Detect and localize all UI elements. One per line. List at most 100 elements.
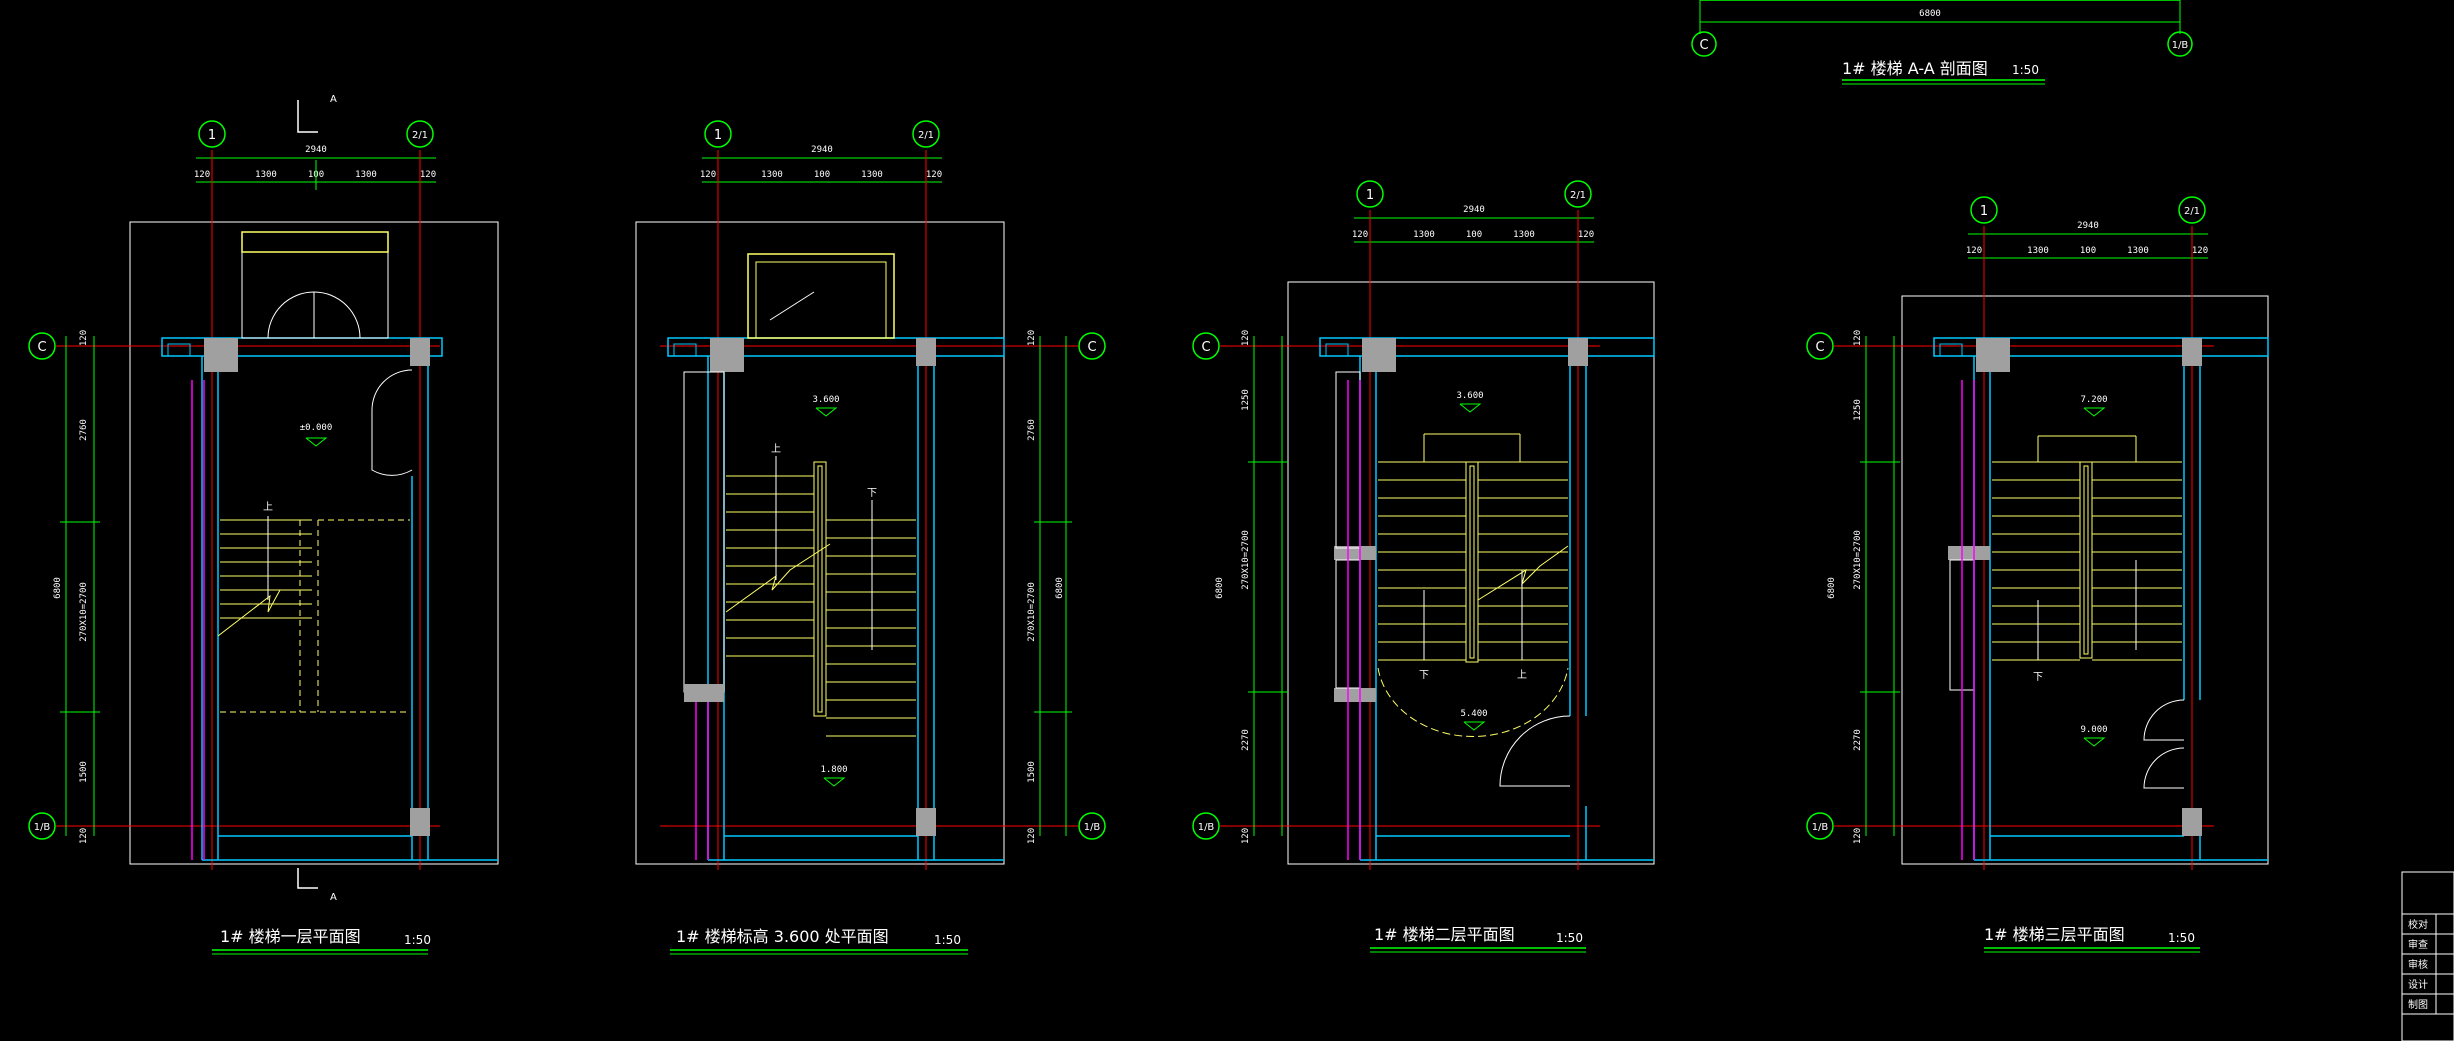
plan3-dim-left-part: 270X10=2700: [1241, 530, 1251, 590]
plan2-dim-top-part: 120: [700, 170, 716, 180]
plan1-dim-top-part: 120: [194, 170, 210, 180]
plan3-dim-left-part: 1250: [1241, 389, 1251, 411]
plan2-dim-top-part: 1300: [761, 170, 783, 180]
plan2-dim-top-part: 100: [814, 170, 830, 180]
section-axis-left: C: [1699, 38, 1708, 53]
title-block-row: 校对: [2408, 918, 2428, 931]
plan4-title: 1# 楼梯三层平面图: [1984, 925, 2125, 944]
plan1-title: 1# 楼梯一层平面图: [220, 927, 361, 946]
plan1-dim-left-part: 270X10=2700: [79, 582, 89, 642]
plan3-dim-top-part: 1300: [1513, 230, 1535, 240]
plan1-dim-top-part: 120: [420, 170, 436, 180]
plan4-dim-left-part: 270X10=2700: [1853, 530, 1863, 590]
plan4-level-top: 7.200: [2080, 395, 2107, 405]
plan1-dim-left-part: 120: [79, 828, 89, 844]
plan1-dim-top-part: 1300: [255, 170, 277, 180]
section-dim-total: 6800: [1919, 9, 1941, 19]
plan1-axis-top-right: 2/1: [412, 130, 428, 141]
title-block-row: 制图: [2408, 998, 2428, 1011]
plan3-dim-top-part: 120: [1578, 230, 1594, 240]
plan1-axis-left-bottom: 1/B: [34, 822, 51, 833]
title-block-row: 审查: [2408, 938, 2428, 951]
plan4-dim-top-total: 2940: [2077, 221, 2099, 231]
plan2-axis-right-top: C: [1087, 340, 1096, 355]
plan2-axis-top-right: 2/1: [918, 130, 934, 141]
section-axis-right: 1/B: [2172, 40, 2189, 51]
title-block: 校对 审查 审核 设计 制图: [2401, 871, 2454, 1041]
plan3-dim-top-part: 100: [1466, 230, 1482, 240]
plan1-dim-left-part: 120: [79, 330, 89, 346]
plan2-dim-right-part: 120: [1027, 330, 1037, 346]
plan3-scale: 1:50: [1556, 931, 1583, 945]
plan2-axis-right-bottom: 1/B: [1084, 822, 1101, 833]
plan2-dim-top-total: 2940: [811, 145, 833, 155]
plan2-title: 1# 楼梯标高 3.600 处平面图: [676, 927, 889, 946]
plan1-axis-top-left: 1: [208, 128, 216, 143]
plan4-dim-left-part: 1250: [1853, 399, 1863, 421]
plan1-level: ±0.000: [300, 423, 333, 433]
title-block-row: 设计: [2408, 978, 2428, 991]
plan-second-floor: 1 2/1 2940 120 1300 100 1300 120 C 1/B 6…: [1192, 180, 1655, 953]
plan2-axis-top-left: 1: [714, 128, 722, 143]
plan3-up-label: 上: [1517, 669, 1527, 681]
plan4-axis-top-left: 1: [1980, 204, 1988, 219]
plan3-down-label: 下: [1419, 670, 1429, 681]
plan2-dim-top-part: 120: [926, 170, 942, 180]
plan2-level-top: 3.600: [812, 395, 839, 405]
plan3-level-top: 3.600: [1456, 391, 1483, 401]
plan3-level-bottom: 5.400: [1460, 709, 1487, 719]
plan4-dim-top-part: 120: [2192, 246, 2208, 256]
plan4-axis-left-bottom: 1/B: [1812, 822, 1829, 833]
plan3-axis-left-bottom: 1/B: [1198, 822, 1215, 833]
section-title: 1# 楼梯 A-A 剖面图: [1842, 59, 1988, 78]
plan3-dim-left-part: 2270: [1241, 729, 1251, 751]
section-scale: 1:50: [2012, 63, 2039, 77]
plan1-dim-left-total: 6800: [53, 577, 63, 599]
plan2-down-label: 下: [867, 488, 877, 499]
plan4-down-label: 下: [2033, 672, 2043, 683]
plan4-dim-left-total: 6800: [1827, 577, 1837, 599]
plan4-dim-left-part: 120: [1853, 330, 1863, 346]
plan1-section-mark-top: A: [330, 94, 337, 105]
plan3-axis-left-top: C: [1201, 340, 1210, 355]
plan2-dim-right-total: 6800: [1055, 577, 1065, 599]
plan-ground-floor: A A 1 2/1 2940 120 1300 100 1300 120 C 1…: [28, 94, 499, 955]
plan2-dim-right-part: 120: [1027, 828, 1037, 844]
plan1-axis-left-top: C: [37, 340, 46, 355]
plan4-axis-left-top: C: [1815, 340, 1824, 355]
plan3-dim-top-part: 1300: [1413, 230, 1435, 240]
plan1-section-mark-bottom: A: [330, 892, 337, 903]
plan-third-floor: 1 2/1 2940 120 1300 100 1300 120 C 1/B 6…: [1806, 196, 2269, 953]
section-aa: 6800 C 1/B 1# 楼梯 A-A 剖面图 1:50: [1691, 0, 2193, 85]
plan1-dim-top-total: 2940: [305, 145, 327, 155]
plan3-title: 1# 楼梯二层平面图: [1374, 925, 1515, 944]
plan2-dim-right-part: 2760: [1027, 419, 1037, 441]
plan3-dim-left-part: 120: [1241, 828, 1251, 844]
plan3-axis-top-left: 1: [1366, 188, 1374, 203]
plan4-dim-left-part: 2270: [1853, 729, 1863, 751]
plan1-dim-left-part: 1500: [79, 761, 89, 783]
plan2-scale: 1:50: [934, 933, 961, 947]
plan3-dim-top-part: 120: [1352, 230, 1368, 240]
plan4-dim-top-part: 100: [2080, 246, 2096, 256]
plan2-dim-right-part: 1500: [1027, 761, 1037, 783]
plan4-dim-left-part: 120: [1853, 828, 1863, 844]
plan4-dim-top-part: 1300: [2127, 246, 2149, 256]
title-block-row: 审核: [2408, 958, 2428, 971]
plan1-dim-top-part: 1300: [355, 170, 377, 180]
plan4-dim-top-part: 1300: [2027, 246, 2049, 256]
plan3-dim-left-part: 120: [1241, 330, 1251, 346]
plan-level-3600: 1 2/1 2940 120 1300 100 1300 120 C 1/B 6…: [635, 120, 1106, 955]
plan4-scale: 1:50: [2168, 931, 2195, 945]
plan2-dim-right-part: 270X10=2700: [1027, 582, 1037, 642]
plan3-axis-top-right: 2/1: [1570, 190, 1586, 201]
plan4-level-bottom: 9.000: [2080, 725, 2107, 735]
plan2-up-label: 上: [771, 443, 781, 455]
plan4-axis-top-right: 2/1: [2184, 206, 2200, 217]
plan2-dim-top-part: 1300: [861, 170, 883, 180]
plan1-up-label: 上: [263, 501, 273, 513]
plan3-dim-top-total: 2940: [1463, 205, 1485, 215]
plan1-dim-left-part: 2760: [79, 419, 89, 441]
plan4-dim-top-part: 120: [1966, 246, 1982, 256]
